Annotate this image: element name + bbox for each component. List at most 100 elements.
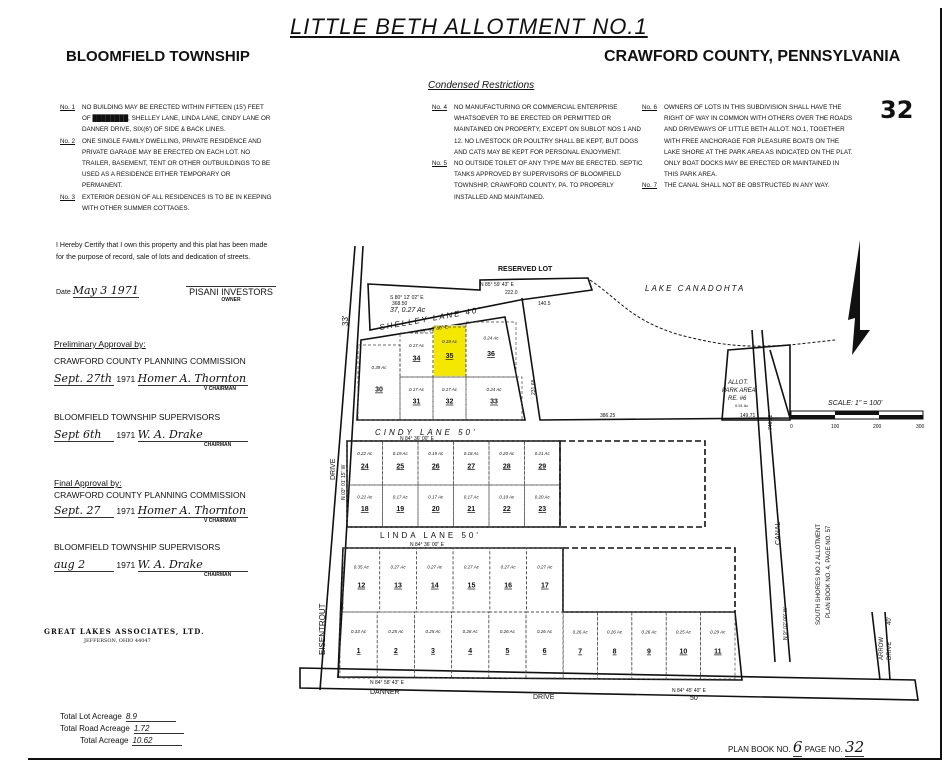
dim-231: 231.68 bbox=[531, 379, 537, 395]
surveyor-name: GREAT LAKES ASSOCIATES, LTD. bbox=[44, 627, 205, 636]
approval-body: BLOOMFIELD TOWNSHIP SUPERVISORS bbox=[54, 412, 221, 422]
lot-acreage: 0.22 Ac bbox=[357, 451, 373, 456]
arrow-drive-label: DRIVE bbox=[887, 642, 893, 660]
lot-acreage: 0.27 Ac bbox=[464, 564, 480, 569]
lot-acreage: 0.29 Ac bbox=[710, 629, 726, 634]
lot-36 bbox=[465, 321, 517, 378]
canal-label: CANAL bbox=[775, 522, 782, 545]
lot-5 bbox=[488, 611, 527, 679]
lot-number: 35 bbox=[446, 353, 454, 360]
lot-13 bbox=[379, 547, 417, 613]
lot-32 bbox=[432, 376, 467, 421]
plat-title: LITTLE BETH ALLOTMENT NO.1 bbox=[290, 14, 648, 39]
lot-15 bbox=[452, 547, 491, 613]
plan-book-reference: PLAN BOOK NO. 6 PAGE NO. 32 bbox=[728, 738, 865, 757]
lot-number: 8 bbox=[613, 649, 617, 656]
lot-acreage: 0.27 Ac bbox=[391, 564, 407, 569]
lot-acreage: 0.19 Ac bbox=[442, 339, 458, 344]
lot-number: 6 bbox=[543, 648, 547, 655]
sheet-number: 32 bbox=[880, 96, 914, 124]
lot-33 bbox=[465, 376, 523, 421]
lot-6 bbox=[525, 611, 564, 679]
lot-acreage: 0.22 Ac bbox=[357, 494, 373, 499]
lot-acreage: 0.26 Ac bbox=[607, 629, 623, 634]
township-label: BLOOMFIELD TOWNSHIP bbox=[66, 48, 250, 65]
eisentrout-west-edge bbox=[319, 245, 356, 691]
south-shores-label-1: SOUTH SHORES NO 2 ALLOTMENT bbox=[816, 524, 822, 625]
lot-acreage: 0.26 Ac bbox=[641, 629, 657, 634]
park-label-3: RE. #6 bbox=[728, 396, 747, 402]
block-b-east bbox=[559, 440, 706, 528]
lot-number: 5 bbox=[505, 648, 509, 655]
scale-segment bbox=[791, 415, 835, 419]
lake-area-boundary bbox=[521, 297, 792, 421]
danner-bearing-2: N 84° 45' 40" E bbox=[672, 688, 707, 694]
park-label-2: PARK AREA bbox=[722, 388, 756, 394]
arrow-drive-edges bbox=[871, 611, 891, 681]
danner-label: DANNER bbox=[370, 689, 400, 696]
park-acreage: 0.51 Ac bbox=[735, 403, 748, 408]
lot-number: 18 bbox=[361, 506, 369, 513]
lot-17 bbox=[526, 547, 564, 613]
highlighted-lot-35 bbox=[434, 325, 466, 376]
lot-number: 22 bbox=[503, 506, 511, 513]
lake-label: LAKE CANADOHTA bbox=[645, 284, 745, 293]
south-shores-label-2: PLAN BOOK NO. 4, PAGE NO. 57 bbox=[826, 525, 832, 618]
lot-23 bbox=[524, 484, 561, 528]
scale-segment bbox=[835, 411, 879, 415]
lot-acreage: 0.24 Ac bbox=[483, 336, 499, 341]
lot-2 bbox=[376, 611, 415, 679]
lot-20 bbox=[417, 484, 454, 528]
lot-number: 36 bbox=[487, 351, 495, 358]
lot-number: 24 bbox=[361, 463, 369, 470]
lot-number: 26 bbox=[432, 463, 440, 470]
lot-acreage: 0.19 Ac bbox=[499, 494, 515, 499]
lot-37-label: 37, 0.27 Ac bbox=[390, 307, 426, 314]
lot-acreage: 0.26 Ac bbox=[500, 629, 516, 634]
lot-acreage: 0.27 Ac bbox=[501, 564, 517, 569]
lot-1 bbox=[339, 611, 378, 679]
park-dim: 149.71 bbox=[740, 413, 756, 419]
linda-lane-label: LINDA LANE 50' bbox=[380, 531, 481, 540]
lot-acreage: 0.17 Ac bbox=[393, 494, 409, 499]
scale-tick: 200 bbox=[873, 424, 882, 430]
lot-number: 33 bbox=[490, 399, 498, 406]
lot-acreage: 0.21 Ac bbox=[535, 451, 551, 456]
approval-body: CRAWFORD COUNTY PLANNING COMMISSION bbox=[54, 356, 246, 366]
lot-31 bbox=[399, 376, 434, 421]
lot-acreage: 0.33 Ac bbox=[351, 629, 367, 634]
block-c-east bbox=[563, 547, 736, 612]
width-33-label: 33' bbox=[341, 315, 350, 326]
lot-14 bbox=[416, 547, 454, 613]
lot-19 bbox=[382, 484, 419, 528]
reserved-lot-label: RESERVED LOT bbox=[498, 266, 553, 273]
plat-border bbox=[28, 8, 942, 760]
danner-width: 50' bbox=[690, 695, 699, 702]
lot-acreage: 0.26 Ac bbox=[573, 629, 589, 634]
dim-140: 140.5 bbox=[538, 301, 551, 307]
lot-acreage: 0.39 Ac bbox=[371, 365, 387, 370]
cindy-lane-label: CINDY LANE 50' bbox=[375, 428, 478, 437]
final-approval-label: Final Approval by: bbox=[54, 478, 122, 488]
lot-number: 7 bbox=[578, 649, 582, 656]
lot-number: 29 bbox=[538, 463, 546, 470]
dim-386: 386.25 bbox=[600, 413, 616, 419]
lot-acreage: 0.17 Ac bbox=[409, 387, 425, 392]
approval-body: BLOOMFIELD TOWNSHIP SUPERVISORS bbox=[54, 542, 221, 552]
lot-8 bbox=[597, 611, 633, 680]
lot-number: 23 bbox=[538, 506, 546, 513]
lot-acreage: 0.25 Ac bbox=[425, 629, 441, 634]
lot-37-bearing: S 80° 12' 02" E bbox=[390, 295, 424, 301]
north-arrow-icon bbox=[848, 240, 870, 355]
lot-acreage: 0.18 Ac bbox=[464, 451, 480, 456]
scale-segment bbox=[879, 415, 923, 419]
